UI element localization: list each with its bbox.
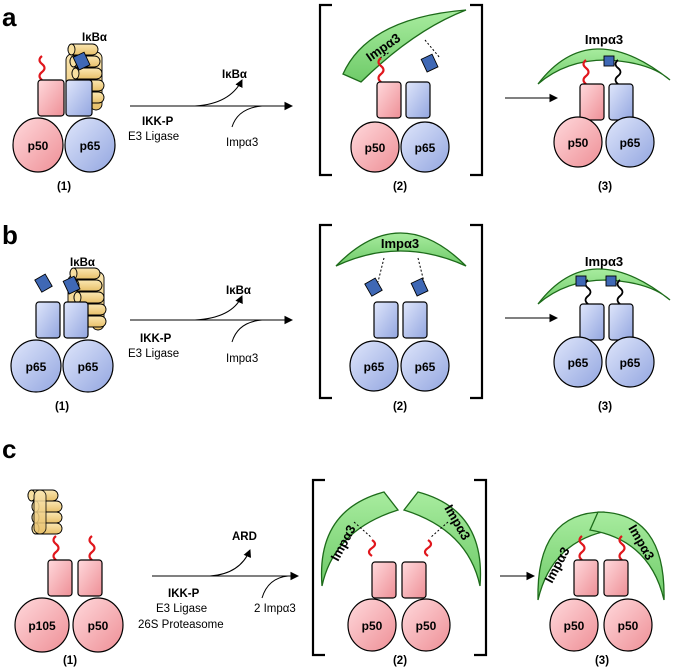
imp-label-a3: Impα3 [585, 32, 623, 47]
bracket-left-c [311, 478, 325, 657]
importin-alpha3-c3-right [589, 511, 665, 601]
state-b3: Impα3 p65 p65 (3) [537, 254, 671, 413]
importin-alpha3-b3 [537, 268, 671, 305]
reaction-arrow-a: IκBα IKK-P E3 Ligase Impα3 [128, 69, 294, 149]
imp-in-a: Impα3 [226, 137, 258, 149]
nls-p50 [38, 54, 46, 82]
p65-right-b3: p65 [620, 356, 641, 370]
state-a2: Impα3 p50 p65 (2) [318, 3, 484, 193]
importin-alpha3-a3 [537, 48, 671, 85]
p65-left-b1: p65 [26, 360, 47, 374]
state-a3: Impα3 p50 p65 (3) [537, 32, 671, 193]
p50-label-a2: p50 [365, 141, 386, 155]
ikk-label-a: IKK-P [142, 116, 174, 128]
bracket-left-a [318, 3, 332, 177]
e3-label-a: E3 Ligase [128, 131, 179, 143]
released-ikba-a: IκBα [222, 69, 247, 81]
state-c2: Impα3 Impα3 p50 p50 (2) [311, 478, 488, 667]
imp-label-b2: Impα3 [381, 236, 419, 251]
bracket-left-b [318, 223, 332, 400]
imp-in-b: Impα3 [226, 353, 258, 365]
ard-stack [27, 489, 63, 535]
step-1-c: (1) [63, 655, 77, 667]
imp-label-b3: Impα3 [585, 254, 623, 269]
p50-rhd [12, 117, 64, 173]
reaction-arrow-b: IκBα IKK-P E3 Ligase Impα3 [128, 285, 294, 365]
step-3-a: (3) [598, 181, 612, 193]
step-2-a: (2) [393, 181, 407, 193]
e3-label-b: E3 Ligase [128, 348, 179, 360]
step-1-a: (1) [57, 181, 71, 193]
state-a1: IκBα p50 p65 (1) [12, 32, 116, 193]
importin-alpha3-c2-right [402, 491, 482, 587]
state-b1: IκBα p65 p65 (1) [10, 257, 114, 413]
panel-letter-a: a [2, 2, 17, 32]
importin-alpha3-a2 [342, 9, 467, 83]
bracket-right-a [470, 3, 484, 177]
step-3-b: (3) [598, 401, 612, 413]
p50-left-c3: p50 [564, 619, 585, 633]
p50-right-c2: p50 [416, 619, 437, 633]
p65-left-b2: p65 [364, 360, 385, 374]
importin-alpha3-c3-left [537, 511, 613, 601]
p50-label-a3: p50 [568, 136, 589, 150]
p65-label-a3: p65 [620, 136, 641, 150]
state-b2: Impα3 p65 p65 (2) [318, 223, 484, 413]
p65-domain [65, 79, 93, 117]
p65-right-b1: p65 [78, 360, 99, 374]
importin-alpha3-b2 [335, 232, 467, 267]
p65-left-b3: p65 [568, 356, 589, 370]
ikk-label-b: IKK-P [140, 333, 172, 345]
p50-label-c1: p50 [88, 619, 109, 633]
step-2-b: (2) [393, 401, 407, 413]
state-c3: Impα3 Impα3 p50 p50 (3) [537, 511, 665, 667]
two-imp-in-c: 2 Impα3 [254, 603, 296, 615]
panel-b: b IκBα p65 p65 [2, 220, 671, 413]
panel-letter-b: b [2, 220, 18, 250]
proteasome-label: 26S Proteasome [138, 619, 224, 631]
importin-alpha3-c2-left [320, 491, 400, 587]
p65-label: p65 [80, 139, 101, 153]
p50-domain [37, 79, 65, 117]
p50-left-c2: p50 [362, 619, 383, 633]
step-1-b: (1) [55, 401, 69, 413]
ikk-label-c: IKK-P [168, 588, 200, 600]
p65-label-a2: p65 [415, 141, 436, 155]
released-ikba-b: IκBα [226, 285, 251, 297]
p65-rhd [64, 117, 116, 173]
reaction-arrow-c: ARD IKK-P E3 Ligase 26S Proteasome 2 Imp… [138, 531, 300, 631]
p50-label: p50 [28, 139, 49, 153]
panel-letter-c: c [2, 434, 16, 464]
p65-right-b2: p65 [415, 360, 436, 374]
p105-label: p105 [28, 619, 56, 633]
state-c1: p105 p50 (1) [14, 489, 124, 667]
panel-a: a IκBα p50 p65 [2, 2, 671, 193]
panel-c: c p105 p50 (1) ARD IKK-P [2, 434, 665, 667]
bracket-right-c [474, 478, 488, 657]
ikba-label-a1: IκBα [82, 32, 107, 44]
ikba-label-b1: IκBα [70, 257, 95, 269]
e3-label-c: E3 Ligase [156, 603, 207, 615]
nls-blue-a1 [72, 51, 91, 71]
bracket-right-b [470, 223, 484, 400]
step-3-c: (3) [595, 655, 609, 667]
ard-label: ARD [232, 531, 257, 543]
step-2-c: (2) [393, 655, 407, 667]
p50-right-c3: p50 [618, 619, 639, 633]
